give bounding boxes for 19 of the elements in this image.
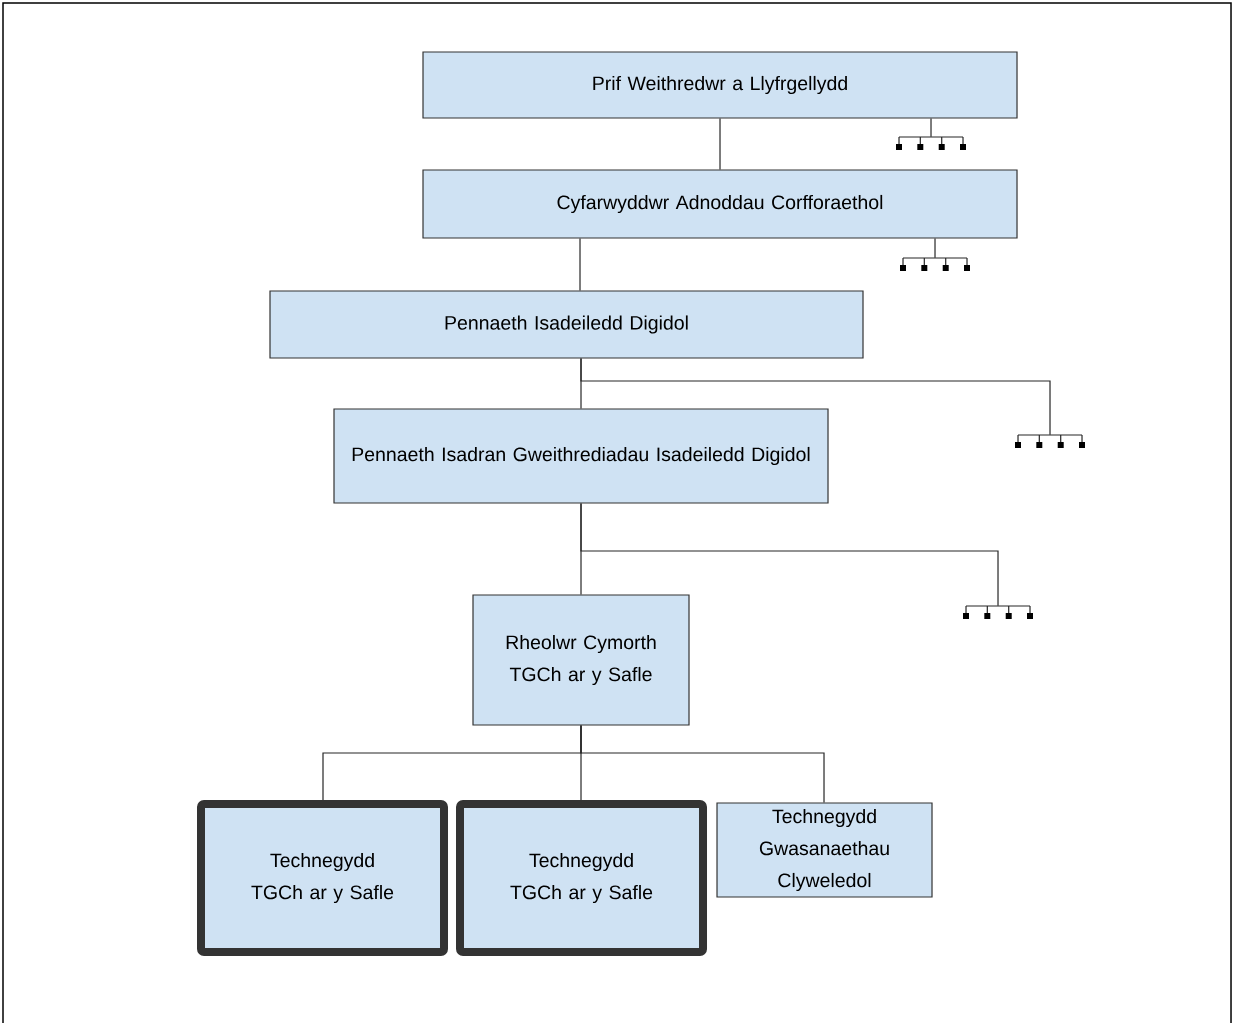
team-icon bbox=[896, 136, 966, 150]
role-box: Pennaeth Isadran Gweithrediadau Isadeiledd Digidol bbox=[333, 408, 829, 504]
team-icon bbox=[963, 605, 1033, 619]
team-icon bbox=[900, 257, 970, 271]
role-box: Prif Weithredwr a Llyfrgellydd bbox=[422, 51, 1018, 119]
connector-line bbox=[934, 238, 936, 259]
connector-line bbox=[580, 725, 825, 803]
connector-line bbox=[580, 358, 1051, 436]
team-icon bbox=[1015, 434, 1085, 448]
connector-line bbox=[579, 238, 581, 291]
connector-line bbox=[580, 503, 999, 607]
role-box: Cyfarwyddwr Adnoddau Corfforaethol bbox=[422, 169, 1018, 239]
connector-line bbox=[930, 118, 932, 138]
role-box: Technegydd TGCh ar y Safle bbox=[456, 800, 707, 956]
connector-line bbox=[719, 118, 721, 170]
role-box: Technegydd Gwasanaethau Clyweledol bbox=[716, 802, 933, 898]
role-box: Rheolwr Cymorth TGCh ar y Safle bbox=[472, 594, 690, 726]
role-box: Pennaeth Isadeiledd Digidol bbox=[269, 290, 864, 359]
role-box: Technegydd TGCh ar y Safle bbox=[197, 800, 448, 956]
